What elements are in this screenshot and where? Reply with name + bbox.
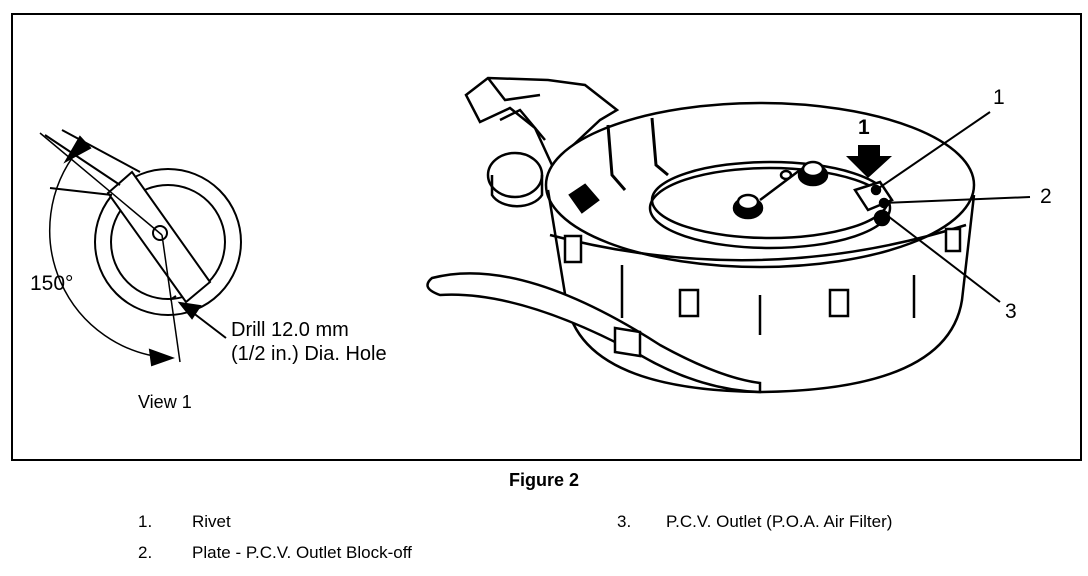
callout-leaders (875, 111, 1031, 303)
figure-frame (11, 13, 1082, 461)
legend-item-1-text: Rivet (192, 512, 231, 531)
view1-detail (39, 129, 242, 367)
figure-caption: Figure 2 (508, 470, 579, 490)
callout-3: 3 (1005, 300, 1017, 323)
view1-inner-circle (110, 184, 226, 300)
drill-arrowhead (177, 301, 202, 320)
arrow-callout-number: 1 (858, 116, 870, 139)
view1-hole (152, 225, 168, 241)
down-arrow (846, 145, 892, 178)
legend-item-2-number: 2. (138, 543, 153, 562)
drill-note-line1: Drill 12.0 mm (231, 319, 349, 341)
view1-title: View 1 (138, 392, 192, 412)
arc-arrowhead-bottom (148, 348, 175, 367)
callout-2: 2 (1040, 185, 1052, 208)
drill-note: Drill 12.0 mm (1/2 in.) Dia. Hole (231, 318, 387, 366)
filter-top (648, 166, 892, 250)
callout-1: 1 (993, 86, 1005, 109)
view1-bracket (106, 170, 212, 304)
angle-label: 150° (30, 272, 74, 295)
legend-item-3-number: 3. (617, 512, 632, 531)
air-cleaner-assembly (426, 76, 976, 394)
arc-arrowhead-top (63, 135, 92, 164)
drill-note-line2: (1/2 in.) Dia. Hole (231, 343, 387, 365)
hose-strap (426, 272, 762, 394)
cleaner-lid (544, 101, 976, 269)
legend-item-2-text: Plate - P.C.V. Outlet Block-off (192, 543, 412, 562)
legend-item-3-text: P.C.V. Outlet (P.O.A. Air Filter) (666, 512, 893, 531)
pcv-outlet (873, 209, 891, 227)
view1-outer-circle (94, 168, 242, 316)
angle-arc (49, 149, 171, 359)
legend-item-1-number: 1. (138, 512, 153, 531)
snorkel (464, 76, 620, 208)
